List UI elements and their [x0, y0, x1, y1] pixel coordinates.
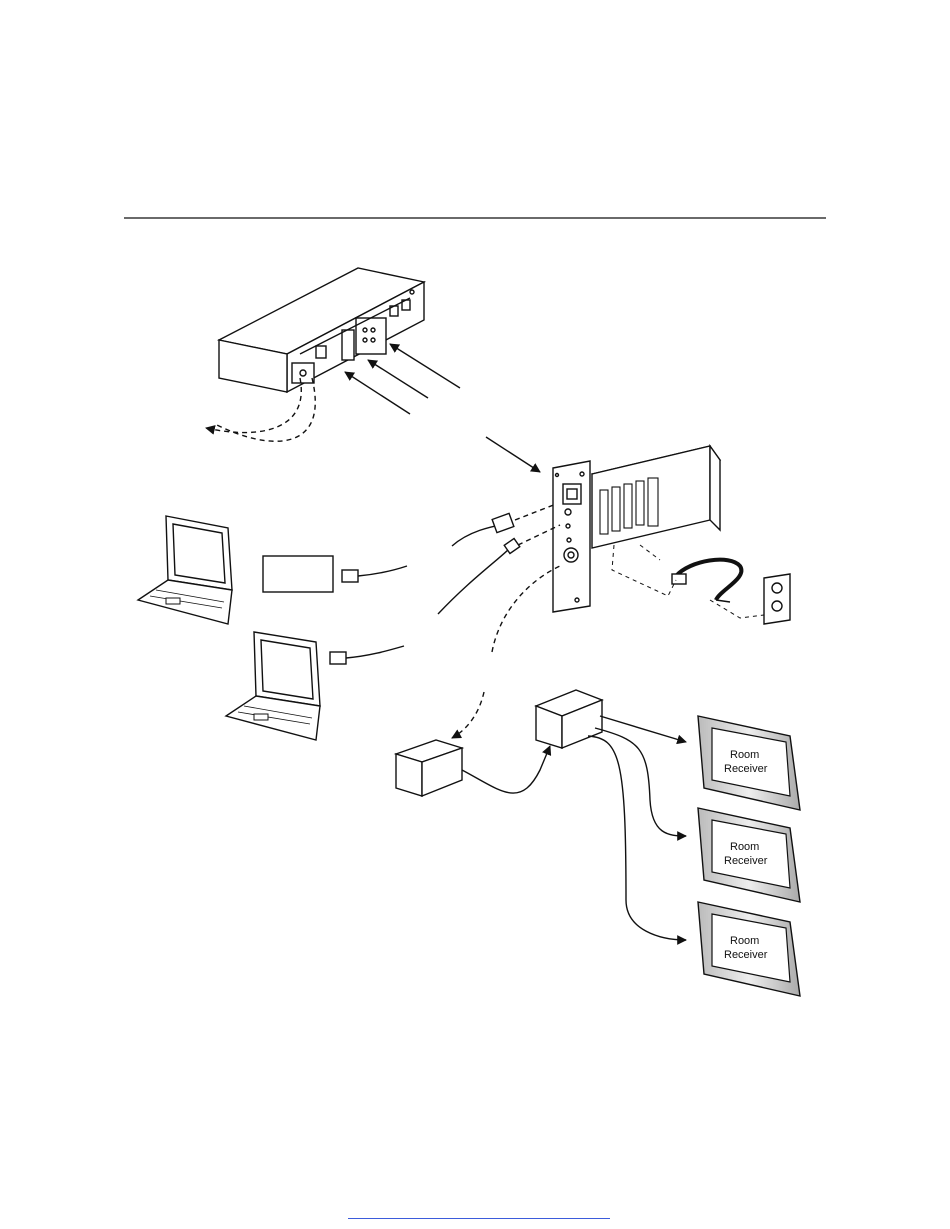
- power-guide-dashed: [612, 545, 772, 618]
- room-receiver-3-line2: Receiver: [724, 949, 768, 961]
- laptop-2: [226, 632, 320, 740]
- room-receiver-1: Room Receiver: [698, 716, 800, 810]
- rack-cables: [438, 513, 520, 614]
- room-receiver-2: Room Receiver: [698, 808, 800, 902]
- adapter-box: [263, 556, 407, 592]
- wall-outlet: [764, 574, 790, 624]
- room-receiver-1-line2: Receiver: [724, 763, 768, 775]
- room-receiver-1-line1: Room: [730, 749, 759, 761]
- power-cord: [672, 560, 741, 602]
- head-end-output-dashed: [206, 378, 315, 441]
- laptop-1: [138, 516, 232, 624]
- box-left: [396, 740, 462, 796]
- room-receiver-3-line1: Room: [730, 935, 759, 947]
- room-receiver-2-line2: Receiver: [724, 855, 768, 867]
- input-arrows: [345, 344, 540, 472]
- room-receiver-2-line1: Room: [730, 841, 759, 853]
- receiver-cables: [588, 716, 686, 940]
- box-right: [536, 690, 602, 748]
- footer-link-underline[interactable]: [348, 1218, 610, 1219]
- laptop-2-cable: [330, 646, 404, 664]
- rack-chassis: [553, 446, 720, 612]
- room-receiver-3: Room Receiver: [698, 902, 800, 996]
- head-end-unit: [219, 268, 424, 392]
- box-link-cable: [462, 746, 550, 793]
